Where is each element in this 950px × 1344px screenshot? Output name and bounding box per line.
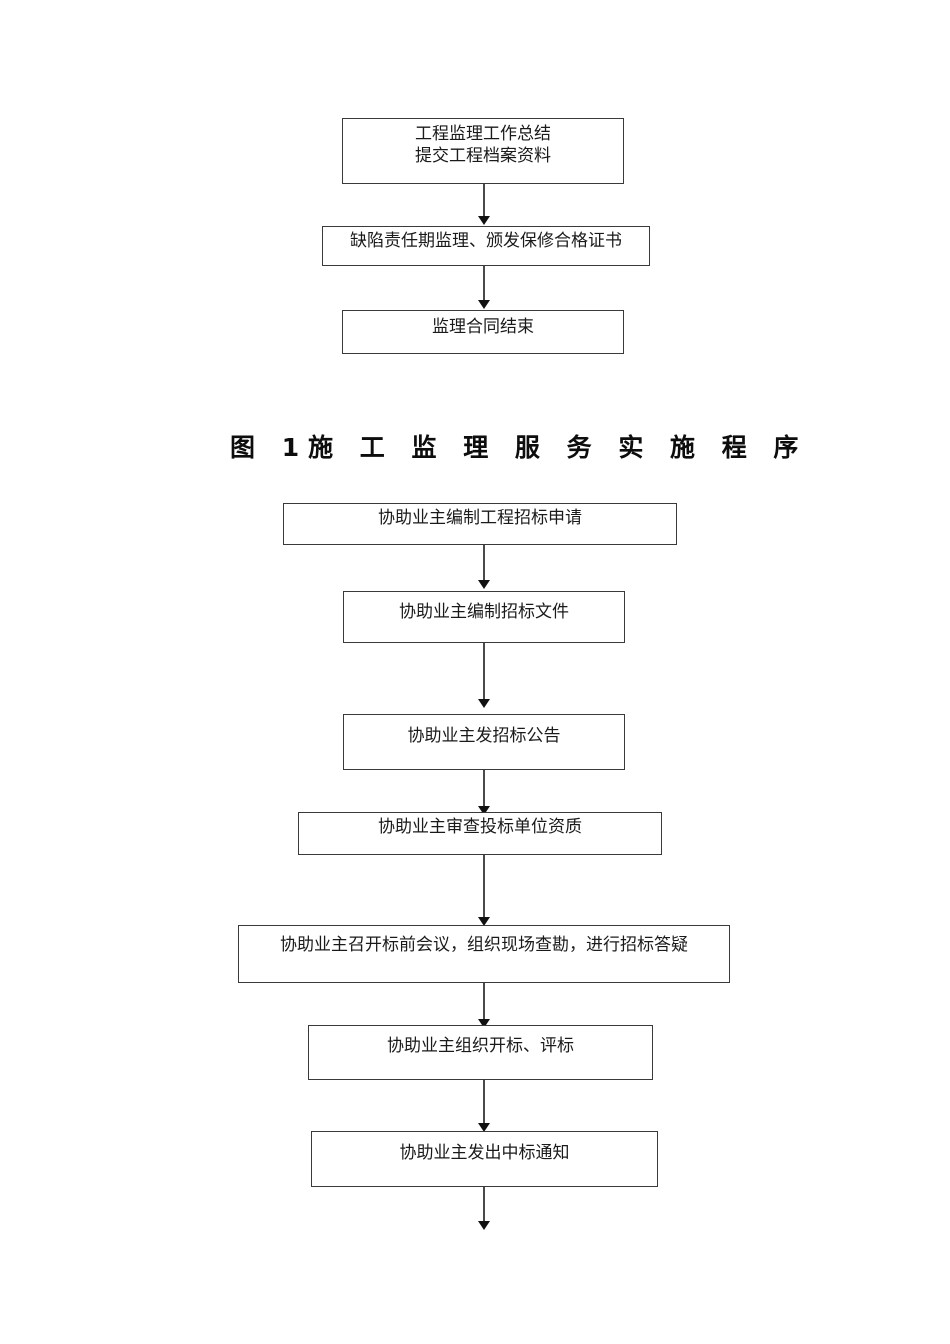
flow-node-bidder-qualification: 协助业主审查投标单位资质	[298, 812, 662, 855]
flow-node-line: 协助业主发招标公告	[407, 726, 561, 746]
connector-n1-n2	[483, 184, 485, 219]
arrowhead-m4-m5	[478, 917, 490, 926]
flow-node-contract-end: 监理合同结束	[342, 310, 624, 354]
flow-node-tender-announcement: 协助业主发招标公告	[343, 714, 625, 770]
connector-m3-m4	[483, 770, 485, 812]
flow-node-line: 协助业主审查投标单位资质	[378, 817, 582, 837]
flow-node-pre-bid-meeting: 协助业主召开标前会议，组织现场查勘，进行招标答疑	[238, 925, 730, 983]
flow-node-line: 协助业主组织开标、评标	[387, 1036, 574, 1056]
flow-node-tender-application: 协助业主编制工程招标申请	[283, 503, 677, 545]
flow-node-line: 提交工程档案资料	[415, 145, 551, 166]
connector-m4-m5	[483, 855, 485, 920]
flow-node-line: 协助业主编制工程招标申请	[378, 508, 582, 528]
connector-n2-n3	[483, 266, 485, 304]
arrowhead-m7-next	[478, 1221, 490, 1230]
connector-m7-next	[483, 1187, 485, 1225]
arrowhead-m6-m7	[478, 1123, 490, 1132]
flow-node-line: 协助业主编制招标文件	[399, 602, 569, 622]
arrowhead-m3-m4	[478, 806, 490, 815]
flow-node-tender-documents: 协助业主编制招标文件	[343, 591, 625, 643]
flow-node-line: 监理合同结束	[432, 317, 534, 337]
arrowhead-n1-n2	[478, 216, 490, 225]
flow-node-line: 协助业主发出中标通知	[399, 1143, 570, 1163]
flow-node-line: 协助业主召开标前会议，组织现场查勘，进行招标答疑	[280, 935, 688, 955]
flow-node-work-summary: 工程监理工作总结 提交工程档案资料	[342, 118, 624, 184]
connector-m5-m6	[483, 983, 485, 1023]
flow-node-bid-opening-evaluation: 协助业主组织开标、评标	[308, 1025, 653, 1080]
flow-node-line: 工程监理工作总结	[415, 124, 551, 144]
figure-caption: 图 1施 工 监 理 服 务 实 施 程 序	[230, 433, 808, 462]
flow-node-line: 缺陷责任期监理、颁发保修合格证书	[350, 231, 622, 251]
arrowhead-m1-m2	[478, 580, 490, 589]
connector-m1-m2	[483, 545, 485, 584]
connector-m6-m7	[483, 1080, 485, 1127]
connector-m2-m3	[483, 643, 485, 703]
arrowhead-m2-m3	[478, 699, 490, 708]
arrowhead-n2-n3	[478, 300, 490, 309]
flow-node-defect-liability: 缺陷责任期监理、颁发保修合格证书	[322, 226, 650, 266]
arrowhead-m5-m6	[478, 1019, 490, 1028]
flow-node-award-notice: 协助业主发出中标通知	[311, 1131, 658, 1187]
